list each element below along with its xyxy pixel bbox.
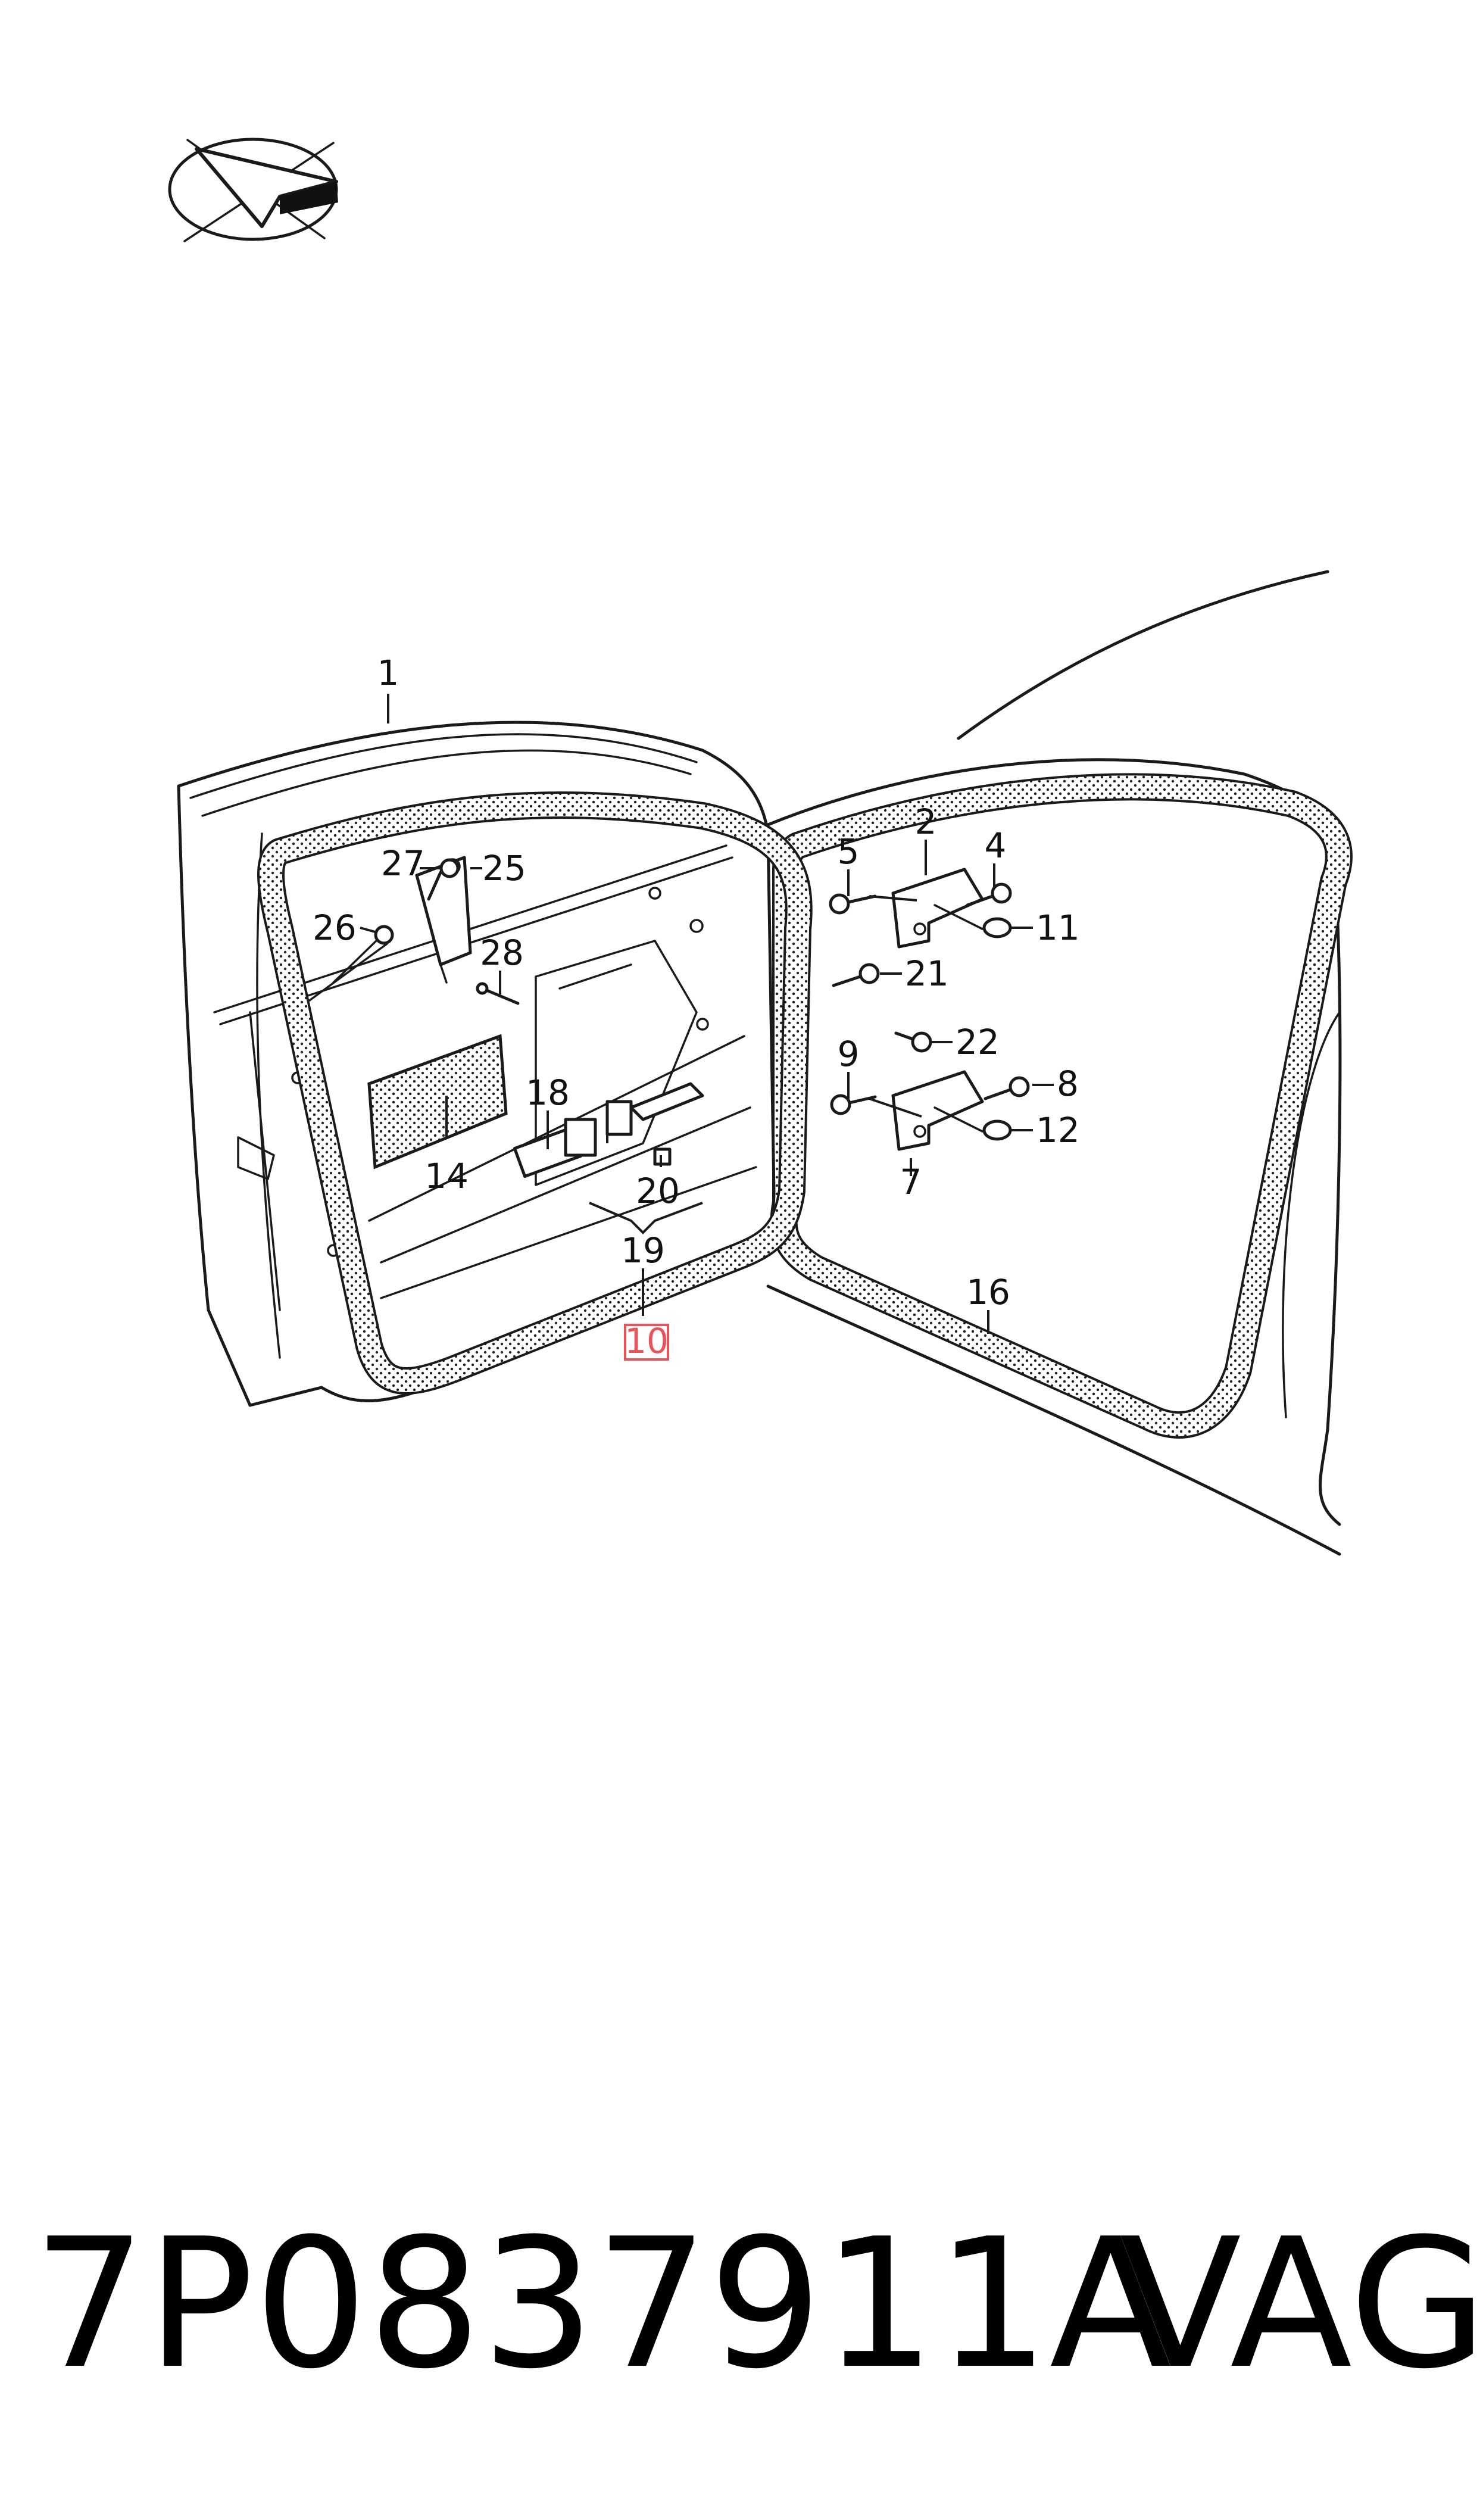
callout-25: 25 — [482, 848, 526, 888]
bolt-8 — [984, 1076, 1030, 1100]
callout-8: 8 — [1057, 1063, 1079, 1104]
callout-27: 27 — [381, 843, 425, 884]
callout-26: 26 — [313, 907, 357, 948]
callout-28: 28 — [480, 932, 524, 973]
leader-lines — [360, 694, 1054, 1334]
callout-20: 20 — [636, 1171, 680, 1211]
insulation-pad — [367, 1034, 508, 1169]
callout-12: 12 — [1036, 1110, 1080, 1150]
bolt-27 — [427, 858, 460, 901]
bolt-5 — [829, 893, 877, 915]
bolt-21 — [832, 963, 880, 987]
callout-19: 19 — [621, 1230, 665, 1271]
door-seal — [257, 791, 813, 1395]
highlight-box — [624, 1324, 669, 1361]
callout-labels: 1 2 4 5 7 8 9 11 12 14 16 18 19 20 21 22… — [313, 653, 1080, 1361]
brand-name: VAG — [1119, 2200, 1483, 2408]
callout-5: 5 — [838, 831, 860, 872]
lock-assembly — [513, 1082, 704, 1178]
part-number: 7P0837911A — [33, 2200, 1172, 2408]
callout-11: 11 — [1036, 907, 1080, 948]
upper-hinge — [891, 868, 984, 949]
bolt-4 — [966, 882, 1012, 907]
cap-12 — [982, 1119, 1012, 1141]
callout-21: 21 — [905, 953, 949, 994]
bolt-22 — [894, 1031, 932, 1053]
cap-11 — [982, 917, 1012, 938]
lower-hinge — [891, 1070, 984, 1151]
callout-4: 4 — [985, 825, 1007, 866]
orientation-arrow-icon — [168, 138, 338, 242]
callout-7: 7 — [900, 1162, 922, 1202]
washer-26 — [308, 925, 394, 1002]
callout-2: 2 — [915, 801, 937, 842]
callout-22: 22 — [956, 1022, 1000, 1062]
pin-28 — [476, 982, 520, 1005]
bolt-9 — [830, 1094, 877, 1115]
callout-18: 18 — [526, 1072, 570, 1113]
callout-1: 1 — [377, 653, 399, 693]
callout-10: 10 — [625, 1321, 669, 1361]
callout-14: 14 — [424, 1156, 469, 1196]
callout-16: 16 — [966, 1272, 1010, 1312]
callout-9: 9 — [838, 1034, 860, 1074]
